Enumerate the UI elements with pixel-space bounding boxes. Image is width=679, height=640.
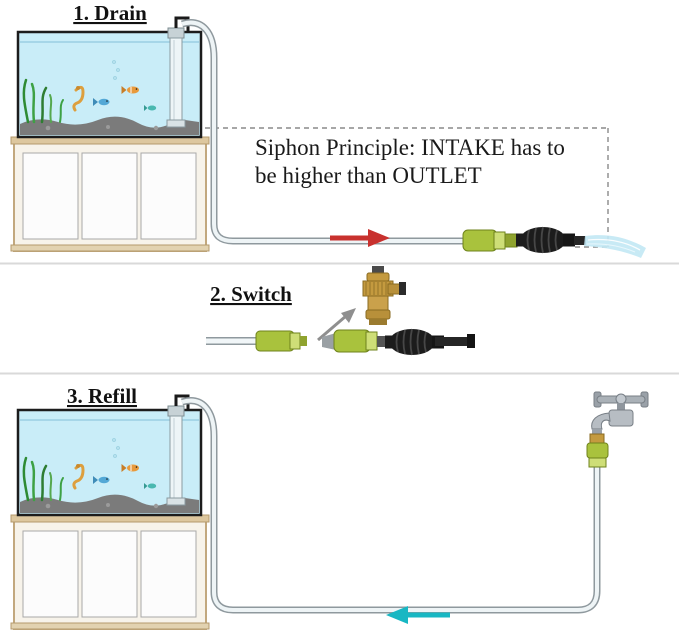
water-outflow	[584, 235, 646, 258]
connector-stem	[377, 336, 387, 347]
faucet-hose-connector	[586, 442, 609, 459]
aquarium-refill	[9, 394, 211, 631]
connector-nose	[322, 333, 336, 350]
refill-flow-arrow	[386, 606, 450, 624]
section-refill: 3. Refill	[9, 384, 649, 631]
section-title-switch: 2. Switch	[210, 282, 292, 306]
section-title-drain: 1. Drain	[73, 1, 147, 25]
section-switch: 2. Switch	[206, 266, 475, 356]
pump-tail-cap	[467, 334, 475, 348]
faucet-brass-adapter	[589, 433, 605, 444]
pump-tail-tube	[435, 337, 469, 346]
siphon-principle-text-line2: be higher than OUTLET	[255, 163, 482, 188]
refill-hose	[180, 397, 601, 614]
hose-stop-connector-icon	[206, 330, 307, 352]
faucet-icon	[586, 391, 649, 468]
hose-quick-connector-icon	[462, 229, 518, 252]
connector-collar	[365, 331, 378, 351]
aquarium-drain	[9, 16, 211, 253]
drain-flow-arrow	[330, 229, 390, 247]
section-drain: 1. Drain Siphon Principle: INTAKE has to…	[9, 1, 646, 258]
connector-pump-assembly	[322, 328, 475, 356]
drain-pump	[515, 226, 576, 254]
female-connector	[333, 329, 371, 353]
section-title-refill: 3. Refill	[67, 384, 137, 408]
drain-hose	[180, 19, 464, 245]
brass-tap-connector-icon	[362, 266, 406, 325]
siphon-principle-text-line1: Siphon Principle: INTAKE has to	[255, 135, 565, 160]
attach-pointer-arrow	[317, 308, 356, 342]
pump-outlet-nozzle	[574, 236, 586, 245]
